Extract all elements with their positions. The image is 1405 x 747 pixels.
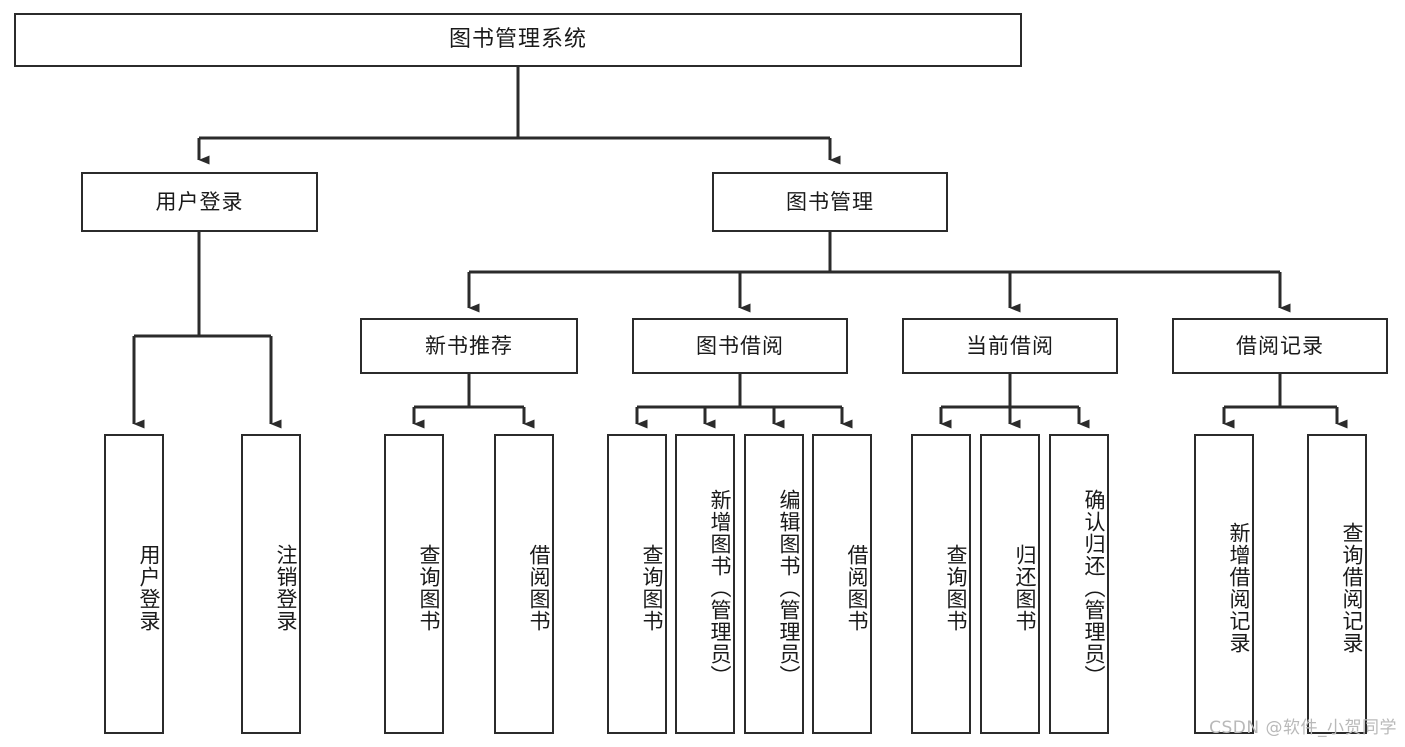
- node-user-login[interactable]: 用户登录: [81, 172, 318, 232]
- leaf-logout[interactable]: 注销登录: [241, 434, 301, 734]
- node-root-library-management-system[interactable]: 图书管理系统: [14, 13, 1022, 67]
- leaf-borrow-books-recommend[interactable]: 借阅图书: [494, 434, 554, 734]
- leaf-edit-book-admin[interactable]: 编辑图书（管理员）: [744, 434, 804, 734]
- leaf-confirm-return-admin[interactable]: 确认归还（管理员）: [1049, 434, 1109, 734]
- leaf-return-books[interactable]: 归还图书: [980, 434, 1040, 734]
- node-current-borrowing[interactable]: 当前借阅: [902, 318, 1118, 374]
- node-book-borrowing[interactable]: 图书借阅: [632, 318, 848, 374]
- leaf-borrow-books[interactable]: 借阅图书: [812, 434, 872, 734]
- leaf-query-borrow-record[interactable]: 查询借阅记录: [1307, 434, 1367, 734]
- node-borrowing-records[interactable]: 借阅记录: [1172, 318, 1388, 374]
- watermark-text: CSDN @软件_小贺同学: [1209, 718, 1397, 738]
- leaf-query-books-recommend[interactable]: 查询图书: [384, 434, 444, 734]
- node-new-book-recommendation[interactable]: 新书推荐: [360, 318, 578, 374]
- leaf-query-books-borrow[interactable]: 查询图书: [607, 434, 667, 734]
- node-book-management[interactable]: 图书管理: [712, 172, 948, 232]
- leaf-user-login[interactable]: 用户登录: [104, 434, 164, 734]
- leaf-add-borrow-record[interactable]: 新增借阅记录: [1194, 434, 1254, 734]
- leaf-query-books-current[interactable]: 查询图书: [911, 434, 971, 734]
- leaf-add-book-admin[interactable]: 新增图书（管理员）: [675, 434, 735, 734]
